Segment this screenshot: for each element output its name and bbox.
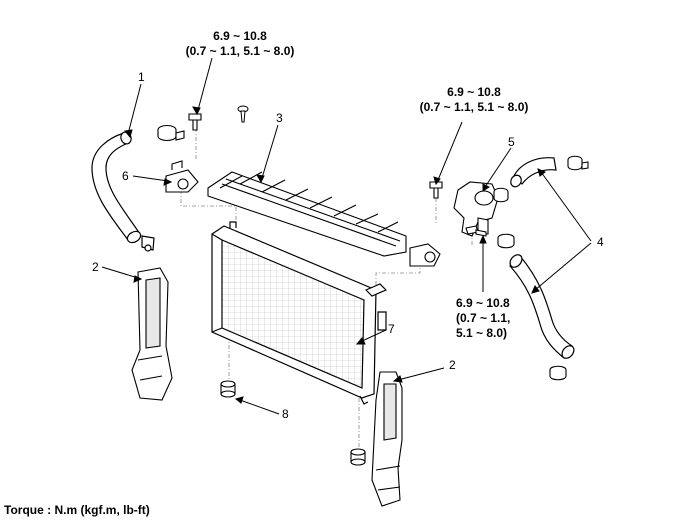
screw-top <box>237 105 249 123</box>
torque-spec-right-line2: (0.7 ~ 1.1, 5.1 ~ 8.0) <box>419 100 529 114</box>
callout-2-right: 2 <box>449 358 456 372</box>
hose-clamps-right <box>493 155 589 381</box>
torque-spec-bottom-line2: (0.7 ~ 1.1, <box>456 311 511 325</box>
leader-lines <box>101 57 592 415</box>
torque-spec-top-line2: (0.7 ~ 1.1, 5.1 ~ 8.0) <box>185 44 295 58</box>
rubber-mount-lower <box>350 448 366 466</box>
torque-spec-right: 6.9 ~ 10.8 (0.7 ~ 1.1, 5.1 ~ 8.0) <box>404 85 544 115</box>
upper-radiator-hose <box>91 131 155 252</box>
torque-spec-bottom-line1: 6.9 ~ 10.8 <box>456 296 510 310</box>
callout-8: 8 <box>282 407 289 421</box>
callout-7: 7 <box>388 322 395 336</box>
callout-4: 4 <box>597 235 604 249</box>
torque-spec-bottom: 6.9 ~ 10.8 (0.7 ~ 1.1, 5.1 ~ 8.0) <box>456 296 546 341</box>
callout-6: 6 <box>122 169 129 183</box>
radiator-core <box>211 221 388 405</box>
rubber-mount-upper <box>220 380 236 398</box>
bracket-left <box>165 160 199 193</box>
callout-3: 3 <box>276 111 283 125</box>
bolt-top <box>188 113 202 131</box>
callout-2-left: 2 <box>92 260 99 274</box>
bracket-right <box>409 243 441 267</box>
air-guard-right <box>371 371 403 507</box>
torque-spec-right-line1: 6.9 ~ 10.8 <box>447 85 501 99</box>
air-guard-left <box>131 267 173 401</box>
torque-unit-note: Torque : N.m (kgf.m, lb-ft) <box>4 503 150 517</box>
lower-radiator-hose-lower <box>509 254 575 359</box>
bolt-bottom <box>465 225 487 237</box>
torque-spec-bottom-line3: 5.1 ~ 8.0) <box>456 326 508 340</box>
lower-radiator-hose-upper <box>510 157 557 188</box>
callout-1: 1 <box>138 70 145 84</box>
torque-spec-top: 6.9 ~ 10.8 (0.7 ~ 1.1, 5.1 ~ 8.0) <box>170 29 310 59</box>
hose-clamp-top-left <box>157 124 185 142</box>
callout-5: 5 <box>508 135 515 149</box>
torque-spec-top-line1: 6.9 ~ 10.8 <box>213 29 267 43</box>
water-outlet-housing <box>453 181 499 237</box>
radiator-upper-cover <box>207 171 407 257</box>
